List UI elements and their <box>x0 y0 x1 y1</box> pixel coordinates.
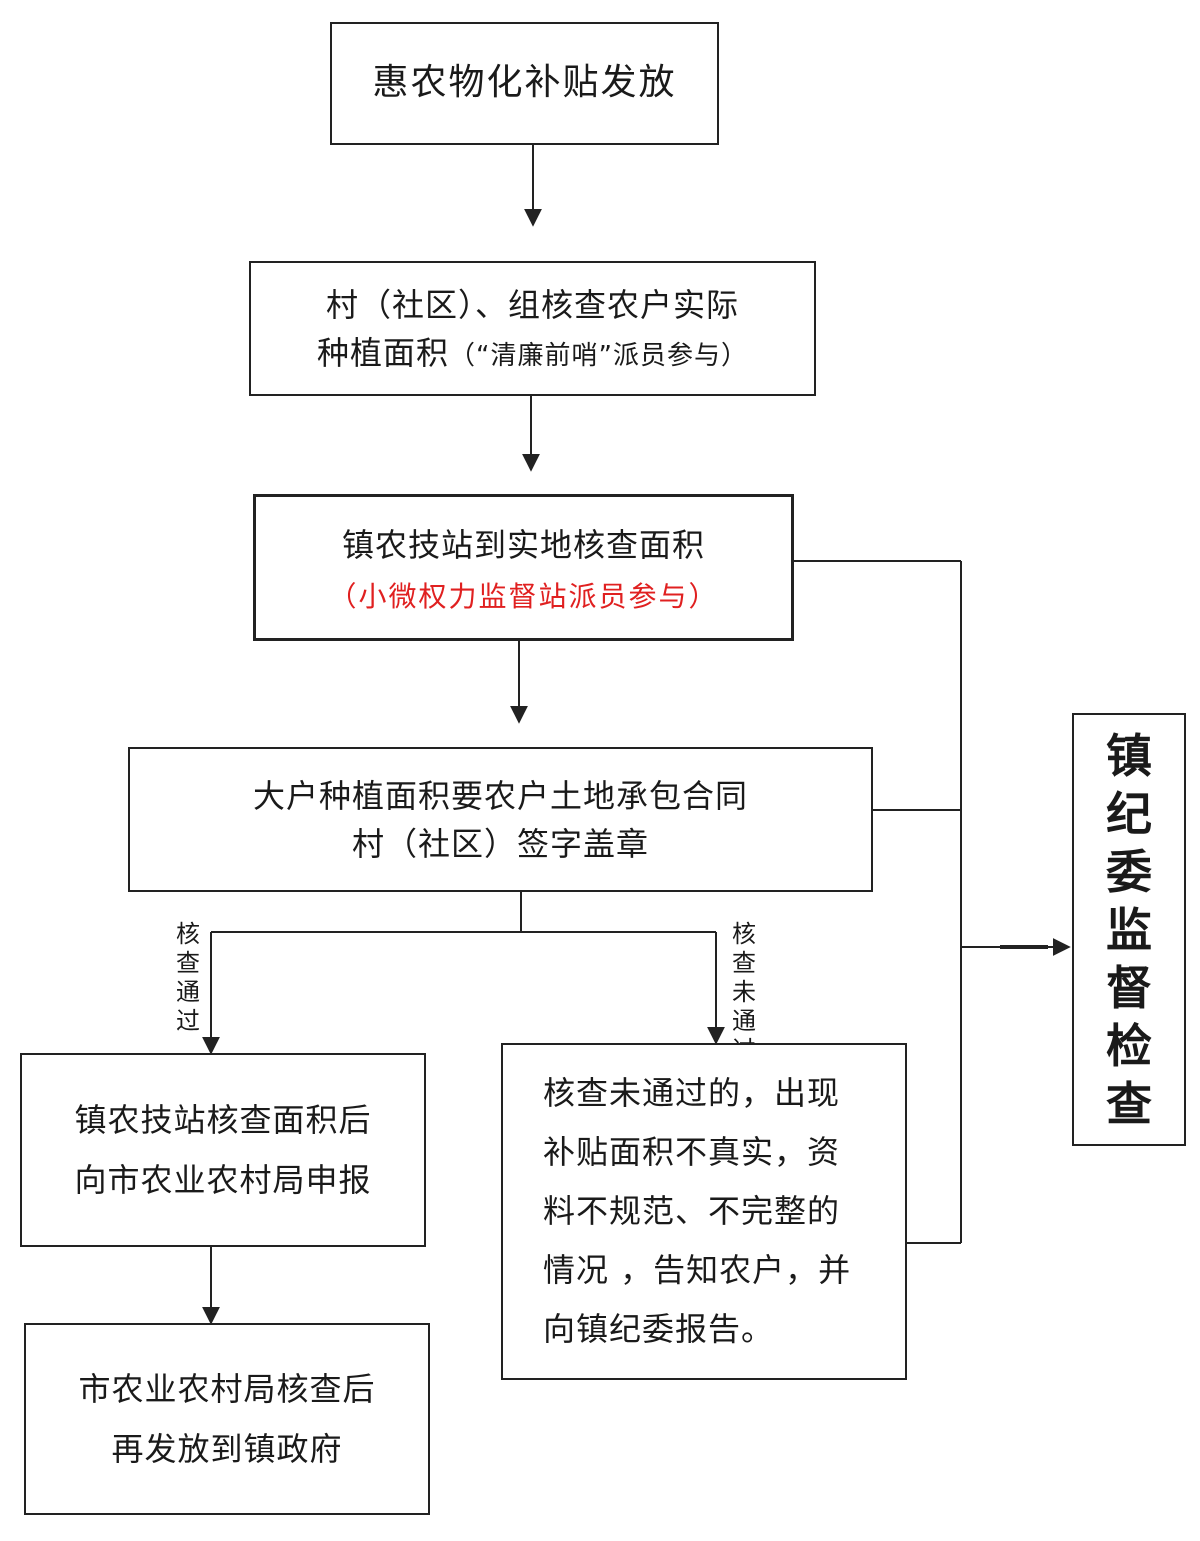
side-box-text: 镇纪委监督检查 <box>1106 728 1152 1131</box>
step4-line1: 大户种植面积要农户土地承包合同 <box>252 776 748 815</box>
step2-box: 村（社区）、组核查农户实际 种植面积（“清廉前哨”派员参与） <box>249 261 816 396</box>
step2-line2-main: 种植面积 <box>317 333 450 372</box>
title-text: 惠农物化补贴发放 <box>372 62 677 104</box>
final-line2: 再发放到镇政府 <box>111 1430 343 1468</box>
pass-box: 镇农技站核查面积后 向市农业农村局申报 <box>20 1053 426 1247</box>
fail-line: 补贴面积不真实，资 <box>543 1133 841 1171</box>
step3-box: 镇农技站到实地核查面积 （小微权力监督站派员参与） <box>253 494 794 641</box>
pass-line1: 镇农技站核查面积后 <box>74 1101 372 1139</box>
step4-line2: 村（社区）签字盖章 <box>351 824 649 863</box>
step2-line2: 种植面积（“清廉前哨”派员参与） <box>317 329 748 377</box>
pass-line2: 向市农业农村局申报 <box>74 1161 372 1199</box>
side-box: 镇纪委监督检查 <box>1072 713 1186 1146</box>
final-line1: 市农业农村局核查后 <box>78 1370 376 1408</box>
step2-line1: 村（社区）、组核查农户实际 <box>325 285 739 324</box>
final-box: 市农业农村局核查后 再发放到镇政府 <box>24 1323 430 1515</box>
fail-line: 情况 ，告知农户，并 <box>543 1251 852 1289</box>
fail-box: 核查未通过的，出现 补贴面积不真实，资 料不规范、不完整的 情况 ，告知农户，并… <box>501 1043 907 1380</box>
fail-line: 料不规范、不完整的 <box>543 1192 841 1230</box>
step4-box: 大户种植面积要农户土地承包合同 村（社区）签字盖章 <box>128 747 873 892</box>
fail-line: 核查未通过的，出现 <box>543 1074 841 1112</box>
fail-line: 向镇纪委报告。 <box>543 1310 775 1348</box>
step2-line2-note: （“清廉前哨”派员参与） <box>449 340 748 371</box>
title-box: 惠农物化补贴发放 <box>330 22 719 145</box>
branch-pass-label: 核查通过 <box>176 920 200 1035</box>
step3-line1: 镇农技站到实地核查面积 <box>341 525 705 564</box>
step3-note: （小微权力监督站派员参与） <box>328 579 719 613</box>
